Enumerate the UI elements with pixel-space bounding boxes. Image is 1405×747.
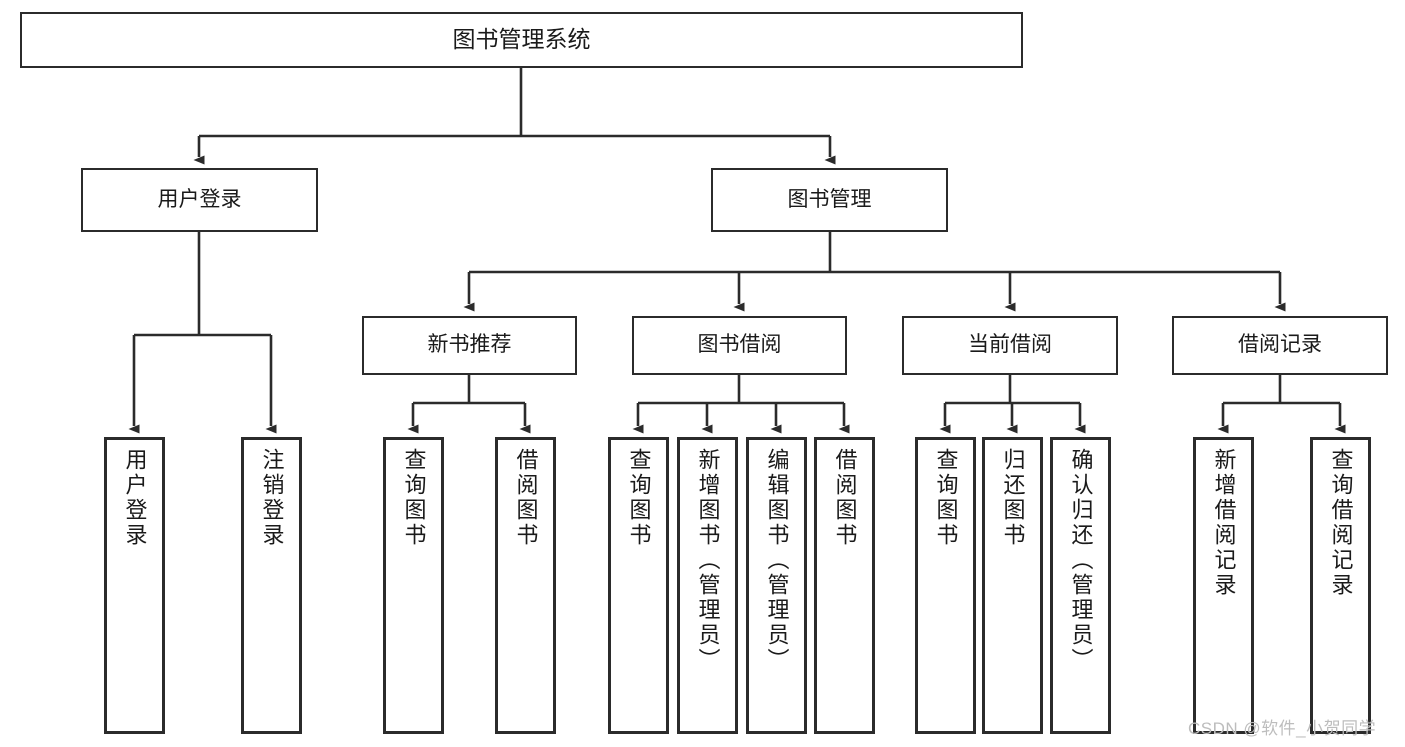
csdn-watermark: CSDN @软件_小贺同学 (1188, 719, 1377, 738)
node-leaf-edit-book-admin-label: 编辑图书（管理员） (764, 448, 790, 673)
node-borrow-record[interactable]: 借阅记录 (1172, 316, 1388, 375)
node-book-manage[interactable]: 图书管理 (711, 168, 948, 232)
node-book-manage-label: 图书管理 (787, 187, 872, 211)
node-leaf-query-book-3-label: 查询图书 (933, 448, 959, 548)
node-leaf-edit-book-admin[interactable]: 编辑图书（管理员） (746, 437, 807, 734)
node-leaf-add-borrow-record[interactable]: 新增借阅记录 (1193, 437, 1254, 734)
node-current-borrow-label: 当前借阅 (968, 333, 1052, 357)
node-leaf-add-book-admin[interactable]: 新增图书（管理员） (677, 437, 738, 734)
node-leaf-return-book-label: 归还图书 (1000, 448, 1026, 548)
node-new-book-recommend-label: 新书推荐 (427, 333, 512, 357)
node-leaf-query-book-2-label: 查询图书 (626, 448, 652, 548)
node-leaf-query-book-3[interactable]: 查询图书 (915, 437, 976, 734)
node-root-label: 图书管理系统 (452, 26, 591, 53)
node-root[interactable]: 图书管理系统 (20, 12, 1023, 68)
node-leaf-user-login-label: 用户登录 (122, 448, 148, 548)
node-leaf-borrow-book-2-label: 借阅图书 (832, 448, 858, 548)
node-leaf-borrow-book-2[interactable]: 借阅图书 (814, 437, 875, 734)
node-leaf-query-borrow-record-label: 查询借阅记录 (1328, 448, 1354, 598)
node-leaf-query-book-1-label: 查询图书 (401, 448, 427, 548)
node-user-login-label: 用户登录 (157, 187, 242, 211)
node-leaf-logout-login-label: 注销登录 (259, 448, 285, 548)
node-leaf-add-borrow-record-label: 新增借阅记录 (1211, 448, 1237, 598)
node-new-book-recommend[interactable]: 新书推荐 (362, 316, 577, 375)
node-leaf-logout-login[interactable]: 注销登录 (241, 437, 302, 734)
node-user-login[interactable]: 用户登录 (81, 168, 318, 232)
node-book-borrow[interactable]: 图书借阅 (632, 316, 847, 375)
node-current-borrow[interactable]: 当前借阅 (902, 316, 1118, 375)
node-leaf-user-login[interactable]: 用户登录 (104, 437, 165, 734)
node-leaf-return-book[interactable]: 归还图书 (982, 437, 1043, 734)
node-leaf-query-book-1[interactable]: 查询图书 (383, 437, 444, 734)
node-leaf-query-borrow-record[interactable]: 查询借阅记录 (1310, 437, 1371, 734)
node-leaf-confirm-return-admin-label: 确认归还（管理员） (1068, 448, 1094, 673)
node-leaf-add-book-admin-label: 新增图书（管理员） (695, 448, 721, 673)
node-leaf-borrow-book-1-label: 借阅图书 (513, 448, 539, 548)
node-leaf-query-book-2[interactable]: 查询图书 (608, 437, 669, 734)
node-book-borrow-label: 图书借阅 (697, 333, 782, 357)
node-leaf-confirm-return-admin[interactable]: 确认归还（管理员） (1050, 437, 1111, 734)
node-borrow-record-label: 借阅记录 (1238, 333, 1322, 357)
node-leaf-borrow-book-1[interactable]: 借阅图书 (495, 437, 556, 734)
